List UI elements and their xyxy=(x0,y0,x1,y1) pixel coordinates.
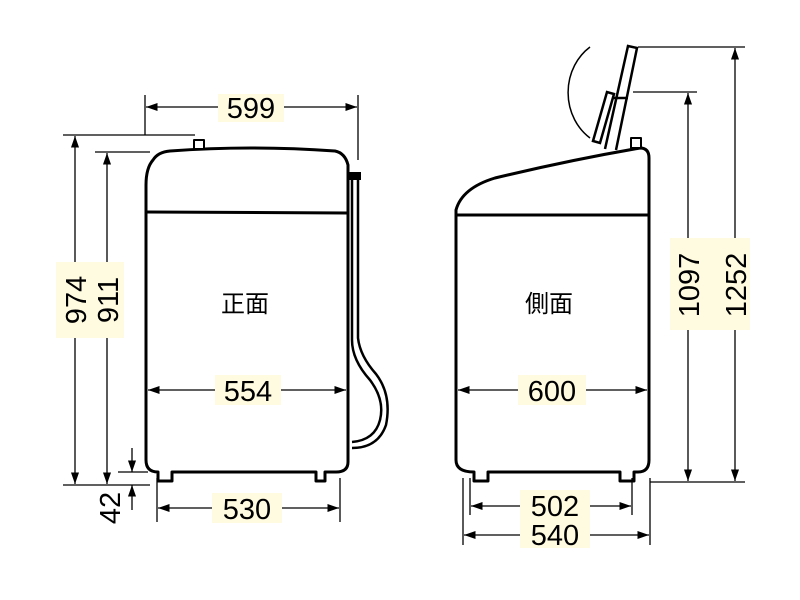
front-width-599: 599 xyxy=(227,93,275,125)
side-view: 1097 1252 600 502 540 側面 xyxy=(454,44,753,552)
side-height-1097: 1097 xyxy=(674,253,706,318)
front-view-label: 正面 xyxy=(221,290,269,318)
side-view-label: 側面 xyxy=(525,290,573,318)
side-knob xyxy=(630,137,642,149)
front-body-outline xyxy=(144,146,350,483)
hose-clip xyxy=(349,172,361,180)
side-depth-600: 600 xyxy=(528,376,576,408)
side-height-1252: 1252 xyxy=(721,253,753,318)
side-body-outline xyxy=(454,146,651,483)
side-foot-span-540: 540 xyxy=(531,520,579,552)
front-view: 599 974 911 42 554 530 正面 xyxy=(56,93,389,526)
front-foot-span-530: 530 xyxy=(223,494,271,526)
open-lid xyxy=(567,44,639,151)
front-body-width-554: 554 xyxy=(224,376,272,408)
front-knob xyxy=(193,139,205,150)
front-foot-height-42: 42 xyxy=(95,492,127,524)
front-panel-line xyxy=(146,210,348,215)
front-height-911: 911 xyxy=(93,277,125,323)
drain-hose xyxy=(350,172,383,444)
side-foot-span-502: 502 xyxy=(531,491,579,523)
front-height-974: 974 xyxy=(61,276,93,324)
